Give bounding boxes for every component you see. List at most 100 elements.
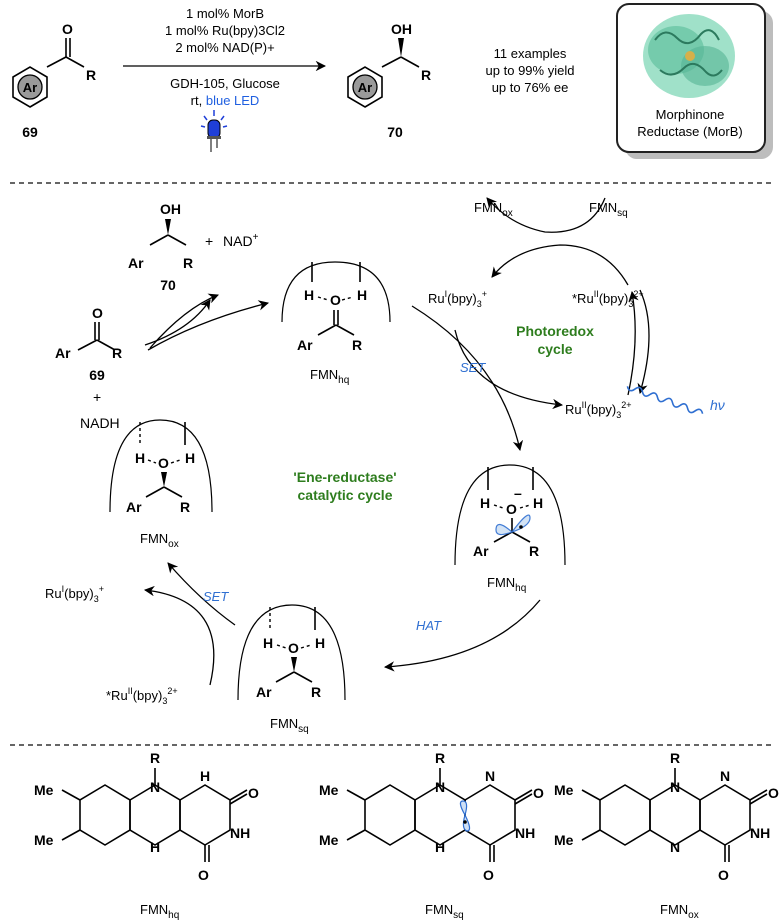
svg-text:Me: Me	[319, 782, 339, 798]
flavin-sq: R N H N O NH O Me Me FMNsq	[319, 750, 544, 921]
svg-text:O: O	[483, 867, 494, 883]
svg-text:Ar: Ar	[256, 684, 272, 700]
svg-text:O: O	[158, 455, 169, 471]
fmn-sq-photo: FMNsq	[589, 200, 628, 219]
ru1-left: RuI(bpy)3+	[45, 584, 104, 604]
svg-text:H: H	[480, 495, 490, 511]
label-fmn-ox-cycle: FMNox	[140, 531, 179, 550]
complex-fmn-hq-top: H H O Ar R FMNhq	[281, 261, 391, 386]
label-fmn-hq-bottom: FMNhq	[140, 902, 179, 921]
cycle-ketone-number: 69	[89, 367, 105, 383]
svg-text:NH: NH	[230, 825, 250, 841]
label-fmn-sq-bottom: FMNsq	[425, 902, 464, 921]
set-label-right: SET	[460, 360, 486, 375]
svg-text:O: O	[330, 292, 341, 308]
condition-1: 1 mol% MorB	[186, 6, 264, 21]
cycle-product-70: OH Ar R 70 + NAD+	[128, 201, 259, 293]
plus-sign-2: +	[93, 389, 101, 405]
reactant-69: Ar O R 69	[12, 21, 96, 140]
svg-text:Ar: Ar	[126, 499, 142, 515]
reactant-r: R	[86, 67, 96, 83]
ru2-star-left: *RuII(bpy)32+	[106, 686, 178, 706]
cycle-product-number: 70	[160, 277, 176, 293]
svg-text:N: N	[670, 779, 680, 795]
ene-reductase-cycle: hν OH Ar R 70 + NAD+ O Ar R 69 + NAD	[45, 197, 725, 735]
cycle-product-oh: OH	[160, 201, 181, 217]
svg-text:O: O	[248, 785, 259, 801]
light-wave	[626, 386, 704, 414]
product-r: R	[421, 67, 431, 83]
result-ee: up to 76% ee	[492, 80, 569, 95]
condition-3: 2 mol% NAD(P)+	[175, 40, 274, 55]
cycle-ketone-ar: Ar	[55, 345, 71, 361]
svg-text:Me: Me	[34, 782, 54, 798]
svg-text:Me: Me	[554, 782, 574, 798]
label-fmn-hq-right: FMNhq	[487, 575, 526, 594]
label-fmn-hq-top: FMNhq	[310, 367, 349, 386]
svg-text:O: O	[533, 785, 544, 801]
cycle-title-2: catalytic cycle	[298, 487, 393, 503]
svg-text:Ar: Ar	[473, 543, 489, 559]
svg-text:H: H	[263, 635, 273, 651]
conditions: 1 mol% MorB 1 mol% Ru(bpy)3Cl2 2 mol% NA…	[123, 6, 327, 152]
complex-fmn-ox: H H O Ar R FMNox	[109, 419, 213, 550]
ru2-star-photo: *RuII(bpy)32+	[572, 289, 644, 309]
label-fmn-sq-cycle: FMNsq	[270, 716, 309, 735]
cycle-ketone-69: O Ar R 69 + NADH	[55, 305, 122, 431]
fmn-ox-photo: FMNox	[474, 200, 513, 219]
reactant-ar: Ar	[23, 80, 37, 95]
hv-label: hν	[710, 397, 725, 413]
svg-text:H: H	[357, 287, 367, 303]
svg-text:H: H	[200, 768, 210, 784]
protein-structure-icon	[643, 14, 735, 98]
enzyme-box: Morphinone Reductase (MorB)	[616, 3, 773, 159]
svg-text:O: O	[198, 867, 209, 883]
condition-5: rt, blue LED	[191, 93, 260, 108]
blue-led-icon	[200, 110, 228, 152]
svg-text:H: H	[315, 635, 325, 651]
cycle-title-1: 'Ene-reductase'	[293, 469, 396, 485]
svg-text:R: R	[435, 750, 445, 766]
svg-text:H: H	[304, 287, 314, 303]
nad-plus: NAD+	[223, 232, 259, 249]
svg-text:NH: NH	[515, 825, 535, 841]
svg-text:N: N	[485, 768, 495, 784]
condition-4: GDH-105, Glucose	[170, 76, 280, 91]
enzyme-label-1: Morphinone	[656, 107, 725, 122]
cycle-ketone-o: O	[92, 305, 103, 321]
cycle-ketone-r: R	[112, 345, 122, 361]
svg-text:R: R	[529, 543, 539, 559]
ru2-photo: RuII(bpy)32+	[565, 400, 632, 420]
nadh: NADH	[80, 415, 120, 431]
svg-text:Ar: Ar	[297, 337, 313, 353]
svg-text:O: O	[768, 785, 779, 801]
svg-text:Me: Me	[34, 832, 54, 848]
top-reaction: Ar O R 69 1 mol% MorB 1 mol% Ru(bpy)3Cl2…	[12, 3, 773, 159]
product-ar: Ar	[358, 80, 372, 95]
svg-text:O: O	[718, 867, 729, 883]
svg-text:H: H	[150, 839, 160, 855]
svg-text:R: R	[311, 684, 321, 700]
svg-text:H: H	[435, 839, 445, 855]
photoredox-title-1: Photoredox	[516, 323, 594, 339]
flavin-hq: R N H H O NH O Me Me FMNhq	[34, 750, 259, 921]
photoredox-title-2: cycle	[537, 341, 572, 357]
svg-text:R: R	[180, 499, 190, 515]
plus-sign-1: +	[205, 233, 213, 249]
svg-text:O: O	[506, 501, 517, 517]
label-fmn-ox-bottom: FMNox	[660, 902, 699, 921]
svg-text:NH: NH	[750, 825, 770, 841]
svg-text:H: H	[185, 450, 195, 466]
ru1-photo: RuI(bpy)3+	[428, 289, 487, 309]
svg-text:R: R	[150, 750, 160, 766]
product-oh: OH	[391, 21, 412, 37]
cycle-product-ar: Ar	[128, 255, 144, 271]
reactant-o: O	[62, 21, 73, 37]
enzyme-label-2: Reductase (MorB)	[637, 124, 742, 139]
svg-text:N: N	[150, 779, 160, 795]
condition-2: 1 mol% Ru(bpy)3Cl2	[165, 23, 285, 38]
svg-text:R: R	[670, 750, 680, 766]
svg-text:H: H	[135, 450, 145, 466]
result-yield: up to 99% yield	[486, 63, 575, 78]
